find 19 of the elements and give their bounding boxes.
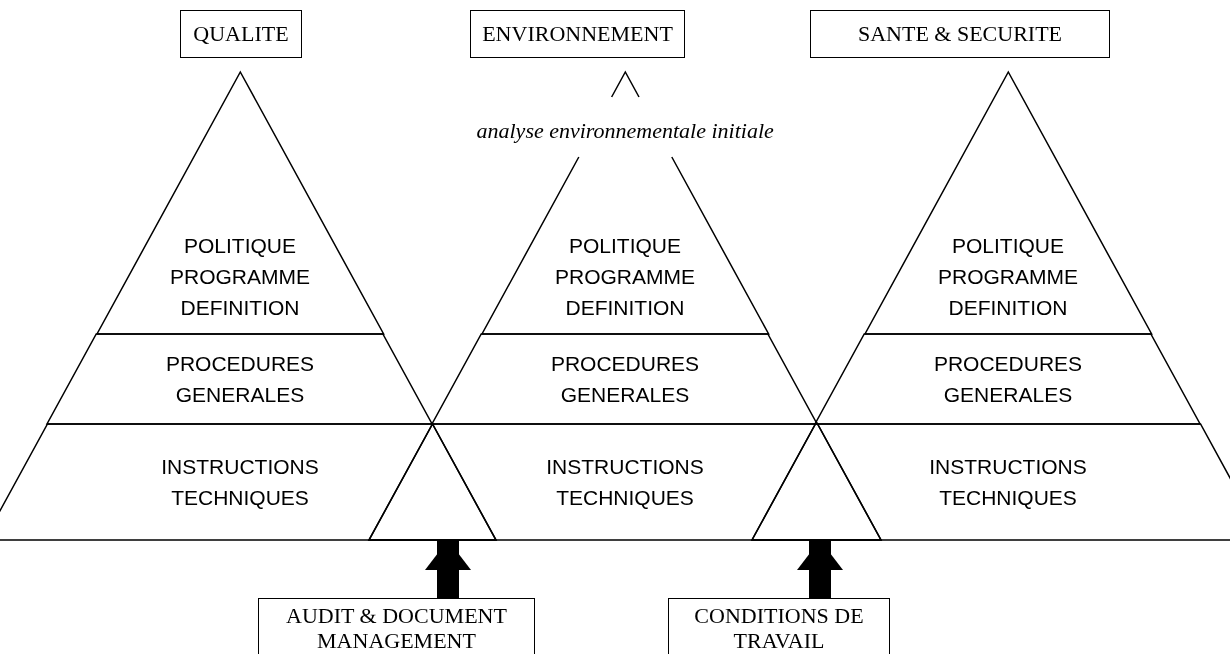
level-text: INSTRUCTIONS TECHNIQUES xyxy=(160,454,320,511)
label-box: AUDIT & DOCUMENT MANAGEMENT xyxy=(258,598,535,654)
level-text: INSTRUCTIONS TECHNIQUES xyxy=(545,454,705,511)
triangle-shape xyxy=(752,422,881,540)
level-text: POLITIQUE PROGRAMME DEFINITION xyxy=(936,232,1079,321)
label-box: SANTE & SECURITE xyxy=(810,10,1110,58)
arrow xyxy=(425,540,471,598)
level-text: PROCEDURES GENERALES xyxy=(932,351,1084,408)
label-box: QUALITE xyxy=(180,10,302,58)
label-box: ENVIRONNEMENT xyxy=(470,10,685,58)
level-text: PROCEDURES GENERALES xyxy=(164,351,316,408)
arrow xyxy=(797,540,843,598)
triangle-shape xyxy=(369,423,496,540)
label-box: CONDITIONS DE TRAVAIL xyxy=(668,598,890,654)
level-text: INSTRUCTIONS TECHNIQUES xyxy=(928,454,1088,511)
annotation-text: analyse environnementale initiale xyxy=(476,118,774,144)
level-text: POLITIQUE PROGRAMME DEFINITION xyxy=(553,232,696,321)
level-text: PROCEDURES GENERALES xyxy=(549,351,701,408)
level-text: POLITIQUE PROGRAMME DEFINITION xyxy=(168,232,311,321)
